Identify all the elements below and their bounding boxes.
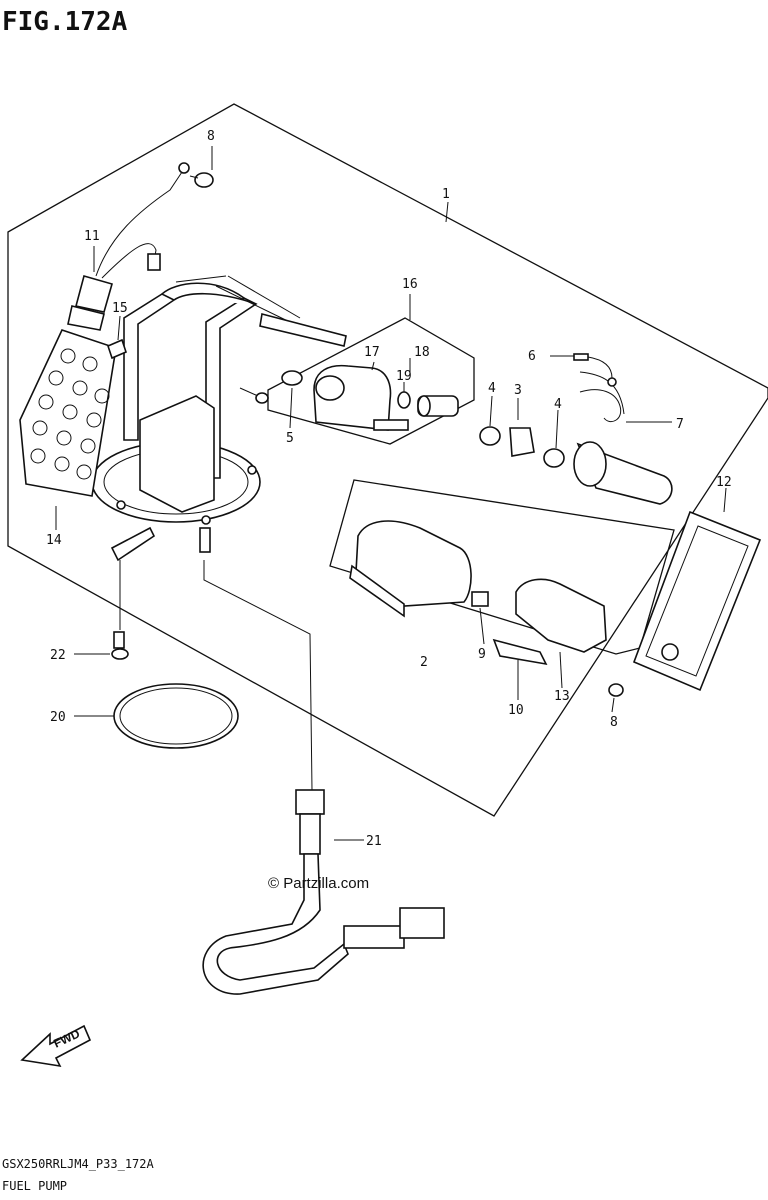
wire-lead-6 <box>573 353 617 387</box>
callout-7: 7 <box>676 417 684 432</box>
callout-11: 11 <box>84 229 100 244</box>
screw-top <box>189 172 214 188</box>
fuel-pump-motor <box>573 371 673 505</box>
fuel-hose-21 <box>202 789 445 995</box>
figure-title: FIG.172A <box>2 7 128 37</box>
callout-16: 16 <box>402 277 418 292</box>
footer-name: FUEL PUMP <box>2 1179 67 1193</box>
forward-arrow: FWD <box>20 1024 92 1068</box>
filter-case-13 <box>515 578 607 653</box>
fitting-18 <box>417 395 459 417</box>
watermark: © Partzilla.com <box>268 875 369 892</box>
washer-5 <box>281 370 303 386</box>
fuel-filter-screen <box>19 329 117 497</box>
subassembly-outline <box>267 317 475 445</box>
callout-19: 19 <box>396 369 412 384</box>
callout-labels: 1 8 11 15 16 17 18 19 5 4 3 4 6 7 12 14 … <box>46 129 732 849</box>
callout-20: 20 <box>50 710 66 725</box>
grommet-9 <box>471 591 489 607</box>
callout-4-b: 4 <box>554 397 562 412</box>
callout-8-right: 8 <box>610 715 618 730</box>
cover-group-outline <box>329 479 675 655</box>
pump-cover-2 <box>349 520 472 618</box>
callout-2: 2 <box>420 655 428 670</box>
callout-21: 21 <box>366 834 382 849</box>
callout-14: 14 <box>46 533 62 548</box>
callout-18: 18 <box>414 345 430 360</box>
washer-4a <box>479 426 501 446</box>
callout-17: 17 <box>364 345 380 360</box>
callout-6: 6 <box>528 349 536 364</box>
screw-right <box>608 683 624 697</box>
footer-code: GSX250RRLJM4_P33_172A <box>2 1157 154 1171</box>
callout-1: 1 <box>442 187 450 202</box>
callout-8-top: 8 <box>207 129 215 144</box>
o-ring-19 <box>397 391 411 409</box>
callout-5: 5 <box>286 431 294 446</box>
bolt-22 <box>111 631 129 660</box>
callout-3: 3 <box>514 383 522 398</box>
callout-22: 22 <box>50 648 66 663</box>
pressure-regulator <box>313 364 409 431</box>
callout-10: 10 <box>508 703 524 718</box>
assembly-outline <box>7 103 768 817</box>
gasket-20 <box>113 683 239 749</box>
clip <box>107 338 127 360</box>
callout-15: 15 <box>112 301 128 316</box>
leader-lines <box>55 146 727 841</box>
callout-13: 13 <box>554 689 570 704</box>
bracket-screw <box>239 387 269 404</box>
plate-10 <box>492 638 548 666</box>
callout-12: 12 <box>716 475 732 490</box>
connector-harness <box>67 162 190 331</box>
pump-bracket <box>91 275 347 562</box>
mounting-plate-12 <box>632 510 762 692</box>
washer-4b <box>543 448 565 468</box>
callout-4-a: 4 <box>488 381 496 396</box>
callout-9: 9 <box>478 647 486 662</box>
nut-3 <box>509 427 535 457</box>
